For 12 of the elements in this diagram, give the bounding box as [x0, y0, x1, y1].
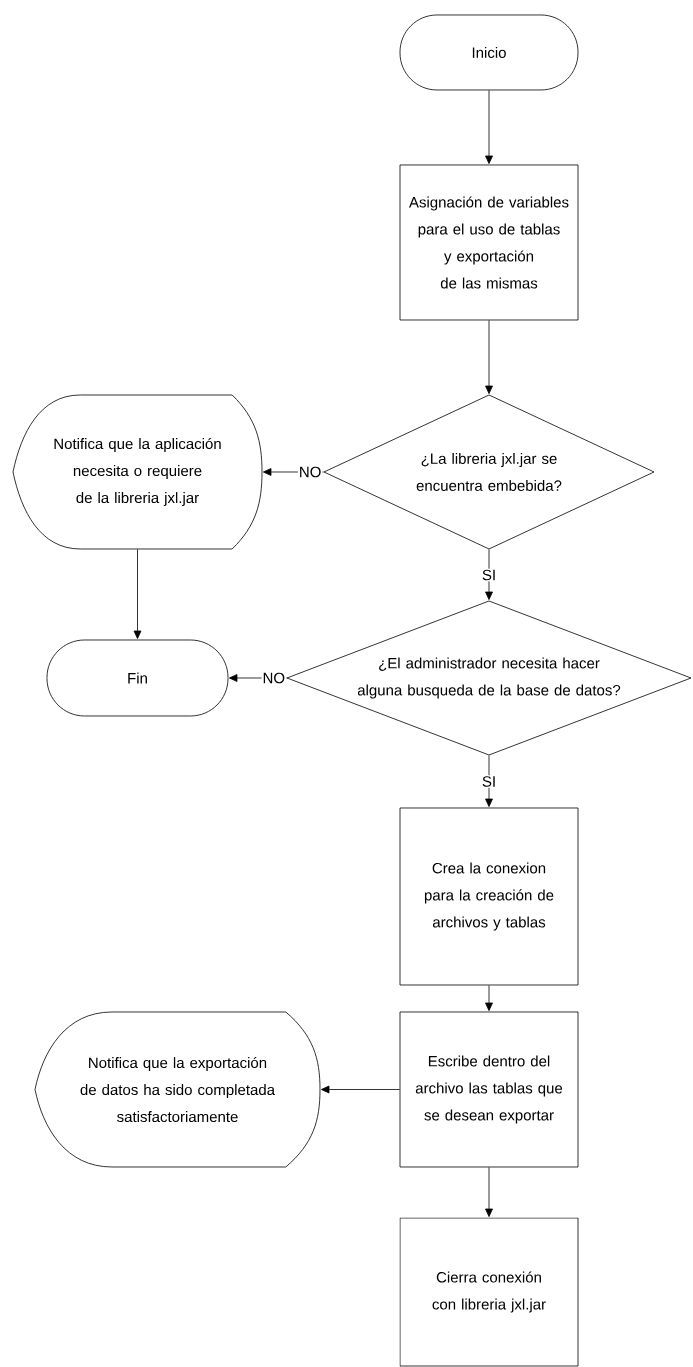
- arrow: [485, 755, 493, 807]
- arrow: [485, 549, 493, 600]
- arrow: [133, 549, 142, 639]
- arrow: [485, 320, 493, 394]
- process-box: Crea la conexion para la creación de archivos y tablas: [399, 807, 579, 986]
- process-box: Escribe dentro del archivo las tablas que se desean exportar: [399, 1011, 579, 1168]
- arrow: [485, 89, 493, 164]
- arrow: [485, 985, 493, 1011]
- arrow: [485, 1167, 493, 1217]
- process-box: Asignación de variables para el uso de tablas y exportación de las mismas: [399, 164, 579, 321]
- arrow: [321, 1085, 400, 1094]
- process-box: Cierra conexión con libreria jxl.jar: [399, 1217, 579, 1367]
